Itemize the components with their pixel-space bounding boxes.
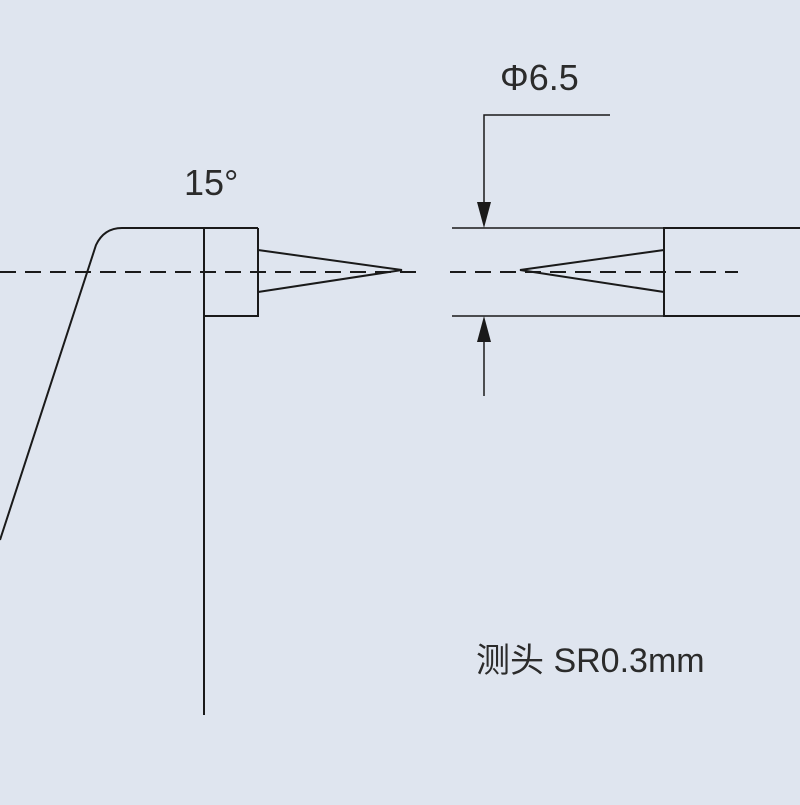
- right-cone-tip: [519, 249, 665, 293]
- diameter-label: Φ6.5: [500, 57, 579, 98]
- dimension-leader-top: [483, 114, 610, 205]
- arrowhead-up: [477, 316, 491, 342]
- spindle-body: [663, 227, 800, 317]
- arrowhead-down: [477, 202, 491, 228]
- left-cone-tip: [257, 249, 403, 293]
- anvil-holder-block: [204, 228, 259, 317]
- anvil-outline: [0, 227, 258, 541]
- angle-label: 15°: [184, 162, 238, 203]
- probe-note-label: 测头 SR0.3mm: [476, 642, 705, 680]
